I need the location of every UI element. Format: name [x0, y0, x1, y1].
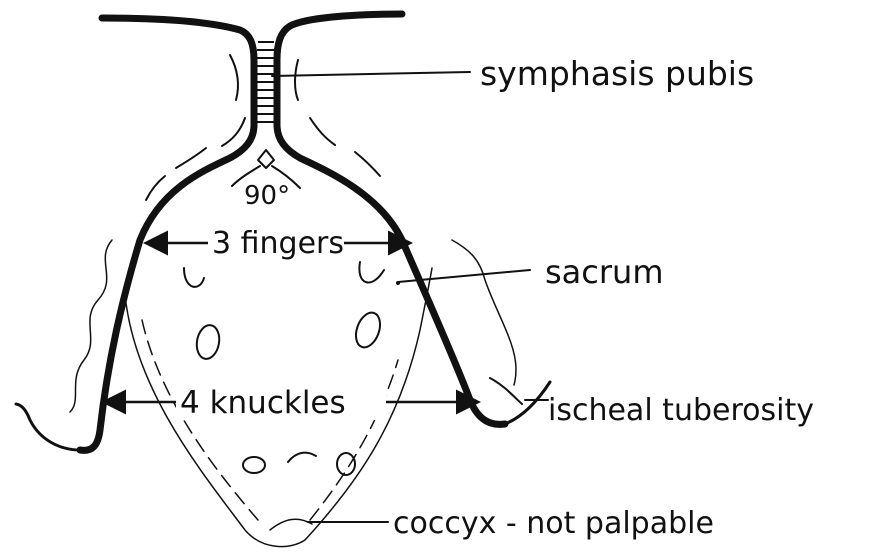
coccyx-label: coccyx - not palpable	[393, 506, 714, 541]
knuckles-label: 4 knuckles	[180, 385, 346, 421]
symphysis-label: symphasis pubis	[480, 54, 754, 93]
ischeal-label: ischeal tuberosity	[548, 393, 814, 428]
sacrum-point	[396, 281, 400, 285]
right-tuberosity-hook	[505, 382, 550, 424]
symphysis-cartilage	[257, 42, 275, 122]
sacrum-label: sacrum	[545, 253, 663, 291]
angle-label: 90°	[244, 181, 290, 211]
right-buttock-outline	[452, 240, 516, 385]
sacral-foramina	[184, 262, 384, 475]
coccyx-curve	[270, 519, 312, 530]
fingers-label: 3 fingers	[212, 226, 344, 261]
